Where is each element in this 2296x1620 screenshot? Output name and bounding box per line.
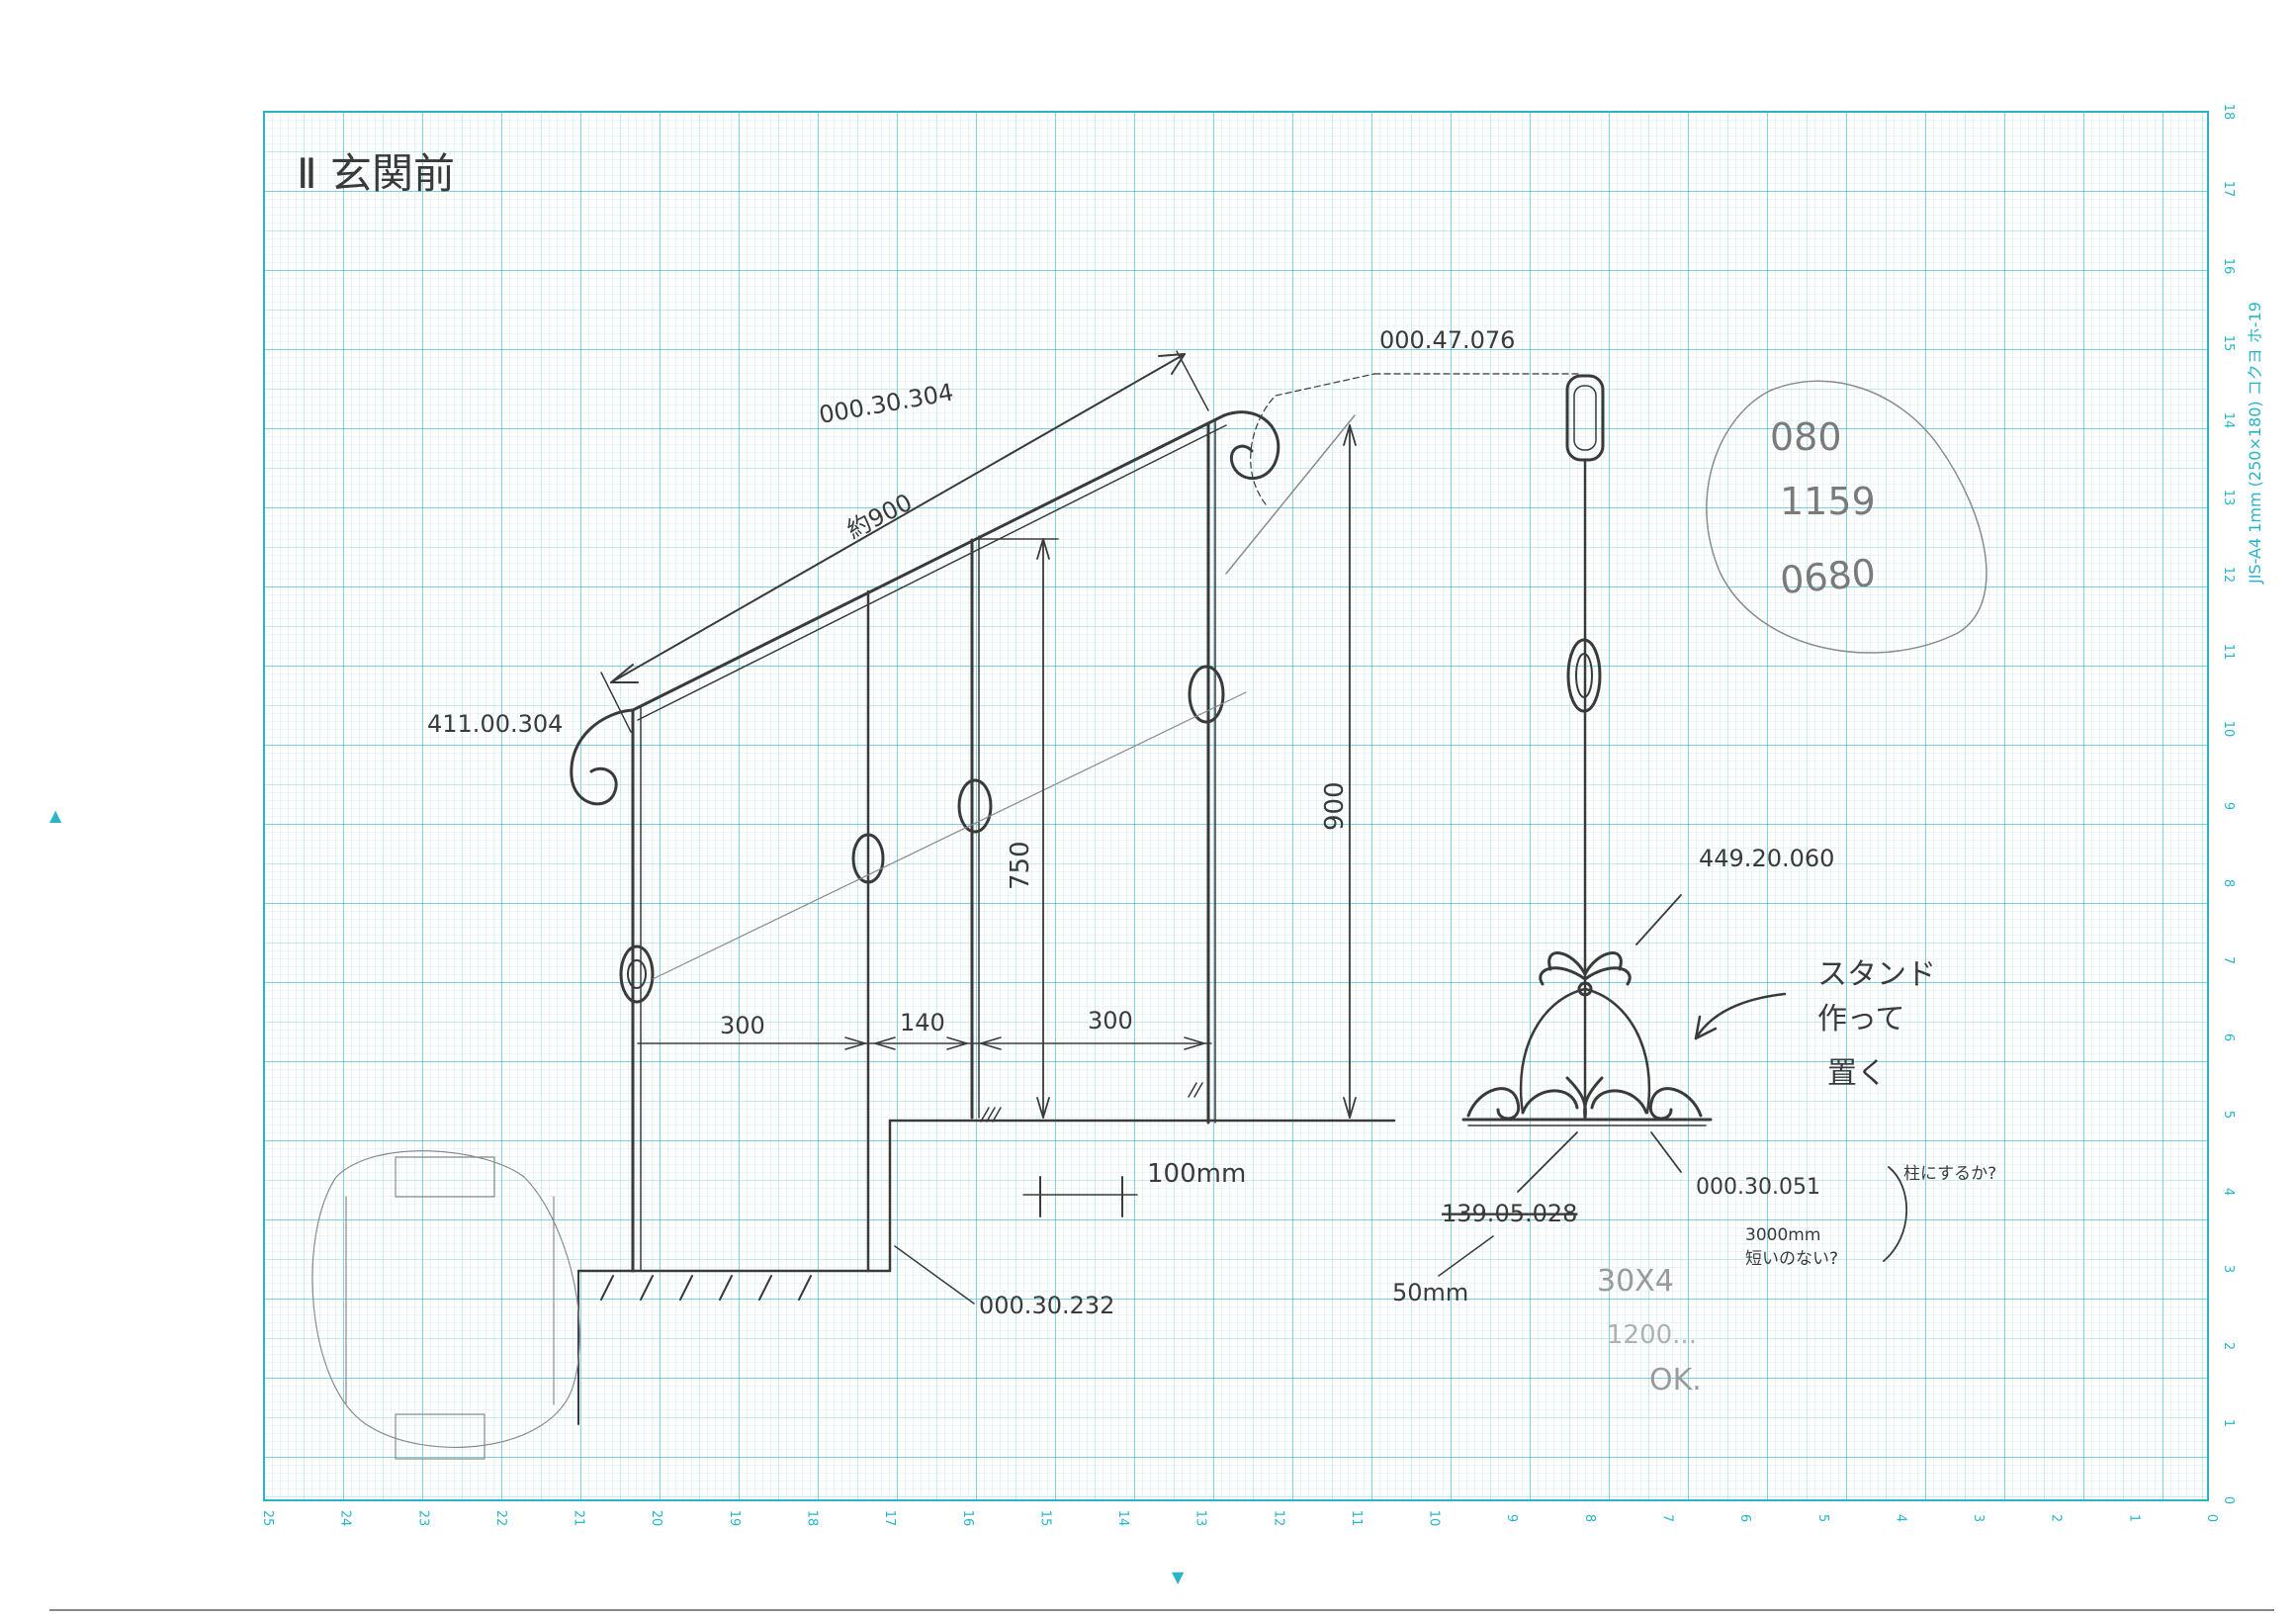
bottom-axis-number: 8: [1582, 1514, 1597, 1522]
right-axis-number: 16: [2221, 258, 2236, 275]
stand-oval: [1566, 638, 1602, 713]
bottom-axis-number: 15: [1037, 1510, 1052, 1527]
bottom-margin-arrow-icon: ▼: [1172, 1568, 1185, 1586]
right-axis-number: 9: [2221, 802, 2236, 810]
bottom-axis-number: 25: [260, 1510, 275, 1527]
dim-750: 750: [1006, 841, 1035, 890]
top-rail: [631, 413, 1226, 712]
right-axis-number: 2: [2221, 1342, 2236, 1350]
bottom-axis-number: 21: [572, 1510, 586, 1527]
stand-base-scrolls: [1466, 1076, 1703, 1121]
bottom-axis-number: 16: [960, 1510, 975, 1527]
bottom-axis-number: 24: [338, 1510, 353, 1527]
circled-number-2: 1159: [1780, 480, 1876, 523]
right-axis-number: 13: [2221, 490, 2236, 506]
right-axis-number: 15: [2221, 335, 2236, 352]
bottom-axis-number: 14: [1115, 1510, 1130, 1527]
bottom-axis-number: 1: [2126, 1514, 2141, 1522]
note-right-1: 柱にするか?: [1903, 1164, 1996, 1184]
bottom-axis-number: 19: [727, 1510, 742, 1527]
right-axis-number: 3: [2221, 1265, 2236, 1273]
right-axis-number: 8: [2221, 879, 2236, 887]
page-title: Ⅱ 玄関前: [297, 149, 455, 198]
circled-note-outline: [1706, 380, 1987, 654]
right-axis-number: 11: [2221, 644, 2236, 661]
bottom-axis-number: 2: [2049, 1514, 2064, 1522]
graph-paper-grid: [263, 111, 2209, 1501]
note-right-2: 短いのない?: [1745, 1249, 1838, 1269]
stand-front-view: [311, 373, 1987, 1460]
bottom-axis-number: 9: [1504, 1514, 1519, 1522]
note-1200: 1200...: [1607, 1320, 1697, 1350]
right-axis-number: 7: [2221, 956, 2236, 964]
note-ok: OK.: [1649, 1363, 1702, 1397]
bottom-axis-number: 17: [882, 1510, 897, 1527]
right-axis-number: 18: [2221, 104, 2236, 121]
note-stand-2: 作って: [1817, 1002, 1905, 1036]
stand-top-scrolls: [1539, 951, 1632, 986]
oval-ornament-4: [1188, 665, 1225, 724]
right-axis-number: 0: [2221, 1496, 2236, 1504]
bottom-axis-number: 7: [1660, 1514, 1675, 1522]
oval-ornament-1: [619, 945, 655, 1004]
top-cap-code-label: 000.47.076: [1379, 326, 1515, 354]
bottom-axis-number: 22: [493, 1510, 508, 1527]
bottom-axis-number: 3: [1971, 1514, 1986, 1522]
bottom-axis-number: 6: [1737, 1514, 1752, 1522]
stair-step: [576, 1119, 1396, 1273]
note-stand-3: 置く: [1827, 1056, 1887, 1091]
oval-ornament-2: [851, 833, 885, 884]
dim-300-left: 300: [720, 1012, 765, 1039]
dim-100mm: 100mm: [1147, 1159, 1246, 1189]
bottom-axis-number: 0: [2204, 1514, 2219, 1522]
left-margin-arrow-icon: ▲: [49, 806, 62, 825]
dim-50mm: 50mm: [1392, 1279, 1468, 1306]
note-stand-1: スタンド: [1817, 957, 1936, 992]
right-axis-number: 12: [2221, 567, 2236, 584]
stand-code-label: 449.20.060: [1699, 845, 1834, 872]
left-scroll-end: [570, 708, 635, 806]
end-scroll-code-label: 411.00.304: [427, 710, 563, 738]
note-30x4: 30X4: [1597, 1264, 1674, 1299]
bottom-axis-number: 13: [1193, 1510, 1208, 1527]
bottom-axis-number: 11: [1349, 1510, 1364, 1527]
base-plate-code-label: 139.05.028: [1442, 1200, 1577, 1227]
bottom-axis-number: 18: [804, 1510, 819, 1527]
length-dimension-arrow: [610, 353, 1186, 683]
bottom-axis-number: 10: [1427, 1510, 1442, 1527]
bottom-axis-number: 12: [1271, 1510, 1285, 1527]
right-axis-number: 17: [2221, 181, 2236, 198]
right-code-label: 000.30.051: [1696, 1175, 1820, 1200]
right-axis-number: 14: [2221, 412, 2236, 429]
base-code-label: 000.30.232: [979, 1292, 1114, 1319]
oval-ornament-3: [957, 778, 993, 834]
bottom-axis-number: 23: [415, 1510, 430, 1527]
dim-900: 900: [1320, 781, 1350, 831]
faint-sketch: [311, 1150, 580, 1460]
bottom-axis-number: 4: [1893, 1514, 1907, 1522]
right-axis-number: 5: [2221, 1111, 2236, 1119]
dim-300-right: 300: [1088, 1007, 1133, 1035]
bottom-axis-number: 20: [649, 1510, 663, 1527]
dim-140: 140: [900, 1009, 945, 1036]
paper-label: JIS-A4 1mm (250×180) コクヨ ホ-19: [2246, 302, 2264, 585]
bottom-axis-number: 5: [1815, 1514, 1830, 1522]
circled-number-3: 0680: [1778, 551, 1877, 602]
right-axis-number: 1: [2221, 1419, 2236, 1427]
circled-number-1: 080: [1770, 415, 1842, 459]
handrail-side-view: [570, 350, 1396, 1425]
right-axis-number: 10: [2221, 721, 2236, 738]
right-axis-number: 4: [2221, 1188, 2236, 1196]
note-3000mm: 3000mm: [1745, 1225, 1820, 1245]
right-axis-number: 6: [2221, 1034, 2236, 1041]
